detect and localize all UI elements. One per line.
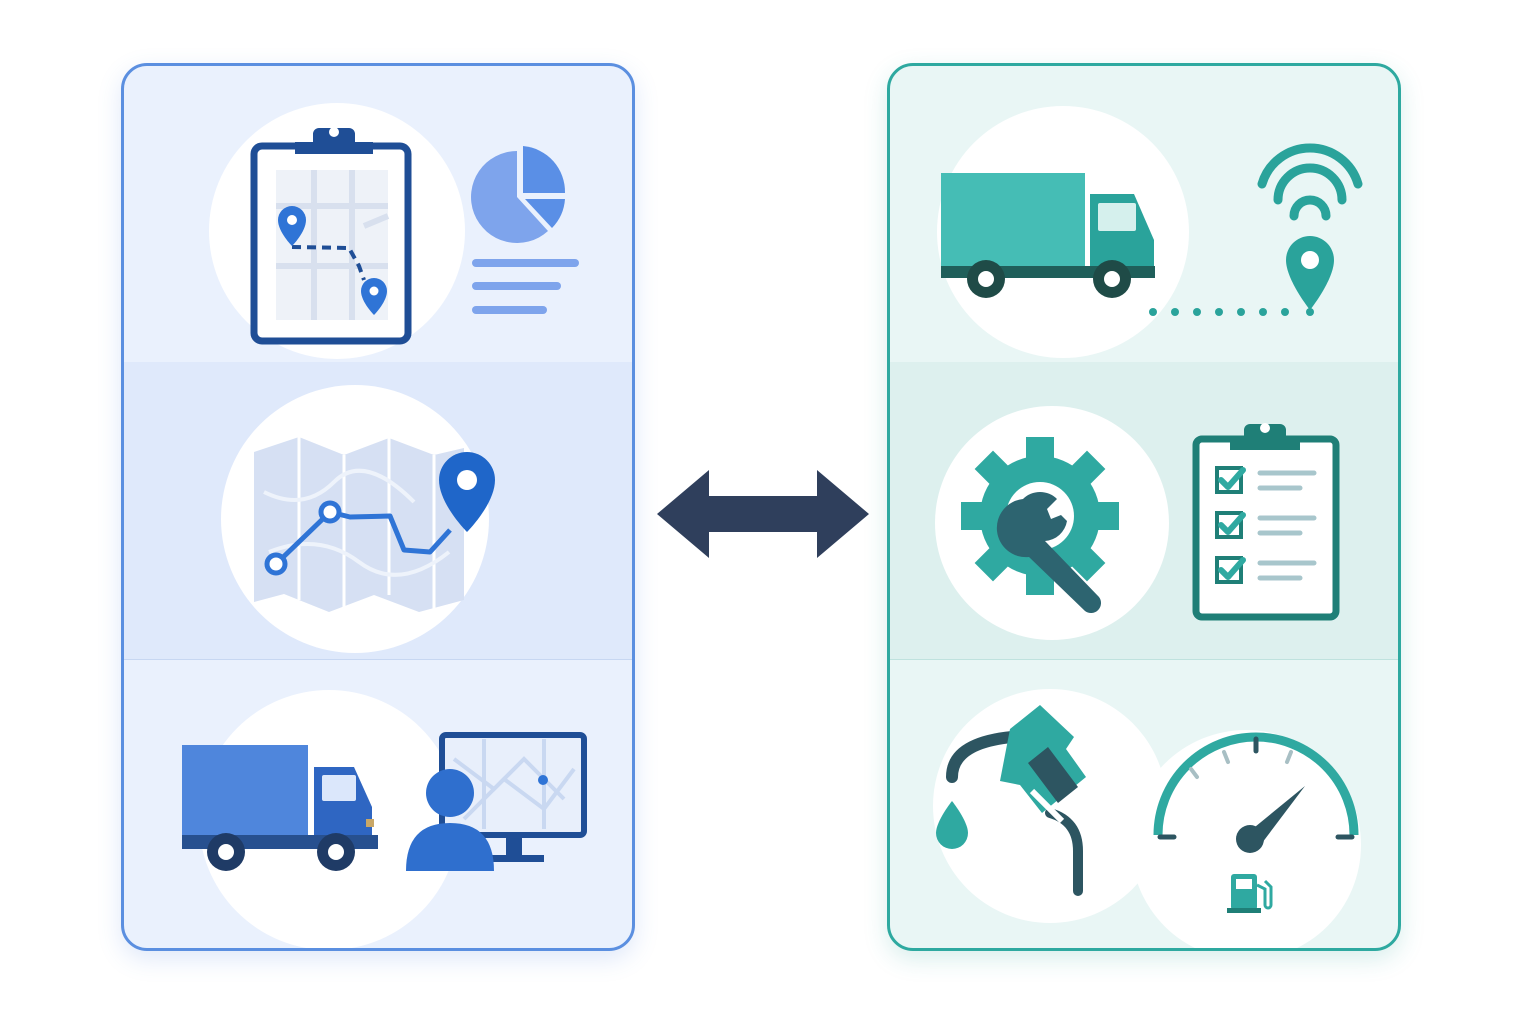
tracking-pin-icon	[1149, 236, 1334, 316]
routing-illustration	[221, 385, 495, 653]
bidirectional-arrow-icon	[657, 470, 869, 558]
planning-illustration	[209, 103, 579, 359]
pie-chart-icon	[471, 146, 566, 244]
delivery-truck-icon	[182, 745, 378, 871]
report-lines-icon	[472, 259, 579, 314]
left-panel	[121, 63, 635, 951]
fuel-drop-icon	[936, 801, 968, 849]
tracking-section	[890, 66, 1398, 363]
fuel-section	[890, 659, 1398, 948]
fuel-illustration	[933, 689, 1361, 948]
location-pin-icon	[439, 452, 495, 532]
fuel-gauge-icon	[1153, 732, 1359, 853]
tracking-illustration	[937, 106, 1363, 358]
maintenance-section	[890, 362, 1398, 660]
routing-section	[124, 362, 632, 660]
fuel-pump-icon	[1227, 874, 1273, 913]
clipboard-route-map-icon	[250, 127, 412, 345]
maintenance-illustration	[935, 406, 1340, 640]
wifi-signal-icon	[1257, 143, 1363, 221]
planning-section	[124, 66, 632, 363]
telematics-truck-icon	[941, 173, 1155, 298]
dispatch-illustration	[182, 690, 587, 948]
folded-map-route-icon	[254, 437, 464, 612]
dispatcher-monitor-icon	[406, 732, 587, 871]
right-panel	[887, 63, 1401, 951]
dispatch-section	[124, 659, 632, 948]
gear-wrench-icon	[961, 437, 1119, 613]
fuel-nozzle-icon	[946, 705, 1086, 896]
maintenance-checklist-icon	[1192, 423, 1340, 621]
